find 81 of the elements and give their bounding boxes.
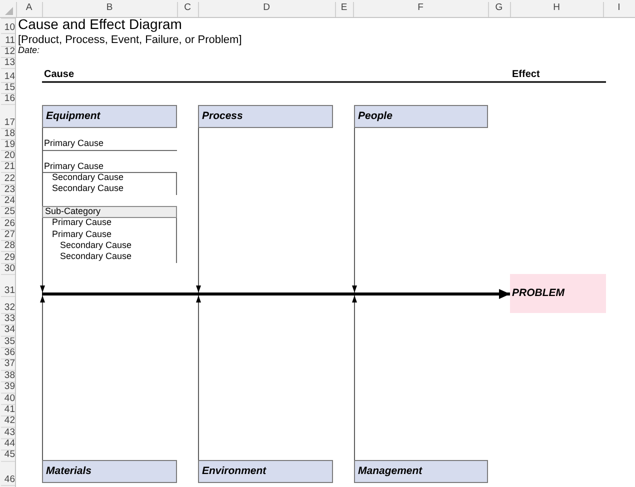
cause-label: Secondary Cause bbox=[52, 173, 124, 183]
category-box bbox=[354, 460, 488, 483]
cause-label: Primary Cause bbox=[44, 139, 104, 149]
category-name: Management bbox=[358, 466, 422, 478]
cause-label: Secondary Cause bbox=[52, 184, 124, 194]
category-name: Environment bbox=[202, 466, 266, 478]
column-letter: D bbox=[263, 3, 270, 14]
row-number: 46 bbox=[4, 474, 15, 484]
category-box bbox=[42, 460, 177, 483]
row-number: 10 bbox=[4, 22, 15, 32]
row-number: 25 bbox=[4, 206, 15, 216]
column-letter: B bbox=[106, 3, 113, 14]
row-number: 41 bbox=[4, 404, 15, 415]
column-letter: A bbox=[26, 3, 32, 14]
column-heading: Cause bbox=[44, 69, 74, 80]
row-number: 20 bbox=[4, 150, 15, 160]
row-number: 33 bbox=[4, 312, 15, 324]
row-number: 38 bbox=[4, 370, 15, 381]
cause-label: Primary Cause bbox=[44, 162, 104, 172]
row-number: 32 bbox=[4, 302, 15, 312]
row-number: 29 bbox=[4, 252, 15, 262]
row-number: 42 bbox=[4, 415, 15, 426]
category-name: People bbox=[358, 110, 392, 122]
row-number: 13 bbox=[4, 56, 15, 68]
subtitle: [Product, Process, Event, Failure, or Problem] bbox=[18, 34, 242, 46]
row-number: 16 bbox=[4, 92, 15, 104]
cause-label: Secondary Cause bbox=[60, 252, 132, 262]
row-number: 11 bbox=[5, 34, 15, 46]
column-letter: C bbox=[184, 3, 191, 14]
row-number: 21 bbox=[4, 160, 15, 172]
cause-label: Secondary Cause bbox=[60, 241, 132, 251]
subcategory-name: Sub-Category bbox=[45, 207, 101, 217]
bone-arrow bbox=[352, 128, 357, 293]
row-number: 14 bbox=[4, 70, 15, 82]
effect-box bbox=[510, 274, 606, 313]
row-number: 45 bbox=[4, 449, 15, 460]
category-box bbox=[354, 105, 488, 128]
row-number: 34 bbox=[4, 324, 15, 336]
category-box bbox=[198, 105, 333, 128]
column-letter: E bbox=[340, 3, 348, 14]
category-name: Equipment bbox=[46, 110, 100, 122]
category-box bbox=[42, 105, 177, 128]
row-number: 31 bbox=[4, 284, 15, 296]
spine-arrow bbox=[42, 289, 510, 299]
column-heading: Effect bbox=[512, 69, 540, 80]
row-number: 22 bbox=[4, 172, 15, 184]
cause-label: Primary Cause bbox=[52, 230, 112, 240]
row-number: 12 bbox=[4, 46, 15, 56]
row-number: 43 bbox=[4, 426, 15, 438]
row-number: 18 bbox=[4, 128, 15, 138]
bone-arrow bbox=[352, 295, 357, 460]
row-number: 27 bbox=[4, 228, 15, 240]
row-number: 36 bbox=[4, 347, 15, 358]
subcategory-header bbox=[42, 206, 177, 218]
title: Cause and Effect Diagram bbox=[18, 17, 182, 32]
row-number: 30 bbox=[4, 262, 15, 274]
row-number: 40 bbox=[4, 392, 15, 404]
date-label: Date: bbox=[18, 46, 40, 56]
row-number: 44 bbox=[4, 438, 15, 450]
row-number: 37 bbox=[4, 358, 15, 370]
row-number: 23 bbox=[4, 184, 15, 194]
row-number: 28 bbox=[4, 240, 15, 250]
column-letter: I bbox=[618, 3, 620, 14]
category-name: Materials bbox=[46, 466, 92, 478]
column-letter: H bbox=[553, 3, 560, 14]
row-number: 24 bbox=[4, 194, 15, 206]
category-name: Process bbox=[202, 110, 243, 122]
bone-arrow bbox=[196, 295, 201, 460]
row-number: 39 bbox=[4, 381, 15, 392]
row-number: 26 bbox=[4, 218, 15, 228]
effect-name: PROBLEM bbox=[512, 288, 564, 300]
bone-arrow bbox=[40, 295, 45, 460]
row-number: 15 bbox=[4, 82, 15, 92]
column-letter: F bbox=[418, 3, 424, 14]
row-number: 19 bbox=[4, 138, 15, 150]
bone-arrow bbox=[40, 128, 45, 293]
column-letter: G bbox=[495, 3, 503, 14]
category-box bbox=[198, 460, 333, 483]
row-number: 17 bbox=[4, 116, 15, 128]
bone-arrow bbox=[196, 128, 201, 293]
row-number: 35 bbox=[4, 336, 15, 347]
